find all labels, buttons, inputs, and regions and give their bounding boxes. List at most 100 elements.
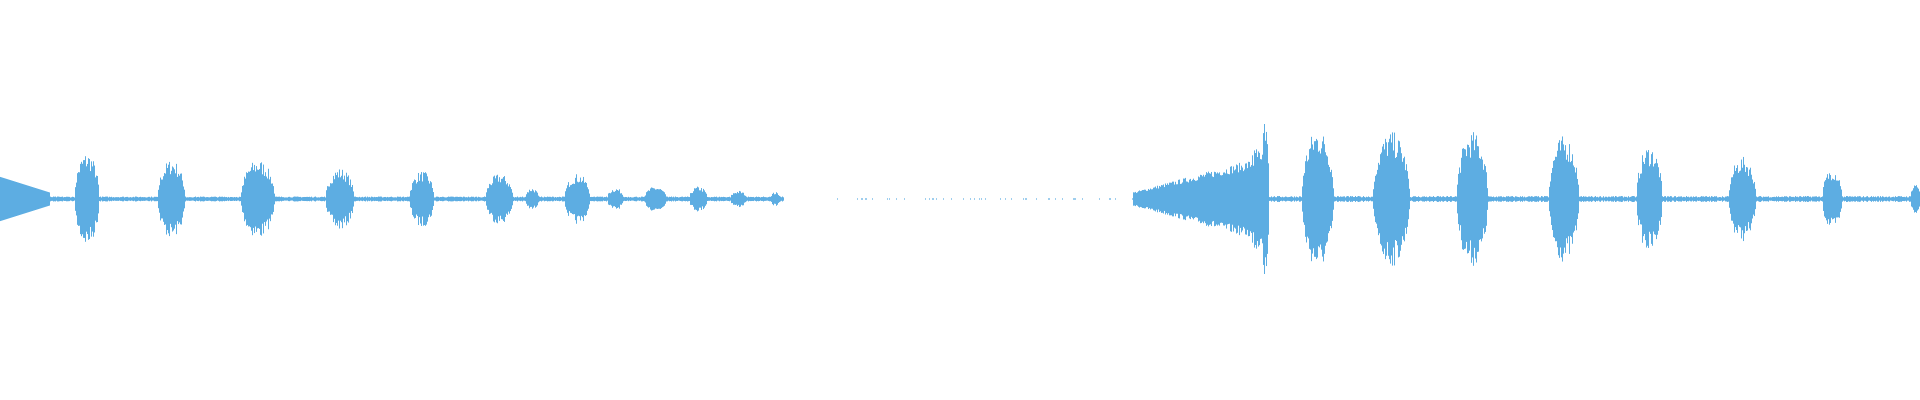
waveform-sample [1075,198,1076,200]
waveform-sample [1219,172,1220,226]
waveform-sample [1764,196,1765,202]
waveform-sample [718,197,719,201]
waveform-sample [686,197,687,201]
waveform-sample [1349,197,1350,201]
waveform-sample [1844,196,1845,202]
waveform-sample [117,197,118,201]
waveform-sample [1845,197,1846,201]
waveform-sample [750,196,751,202]
waveform-sample [943,198,944,200]
waveform-sample [1546,196,1547,202]
waveform-sample [610,193,611,205]
waveform-sample [1881,197,1882,201]
waveform-sample [1792,196,1793,202]
waveform-sample [1855,196,1856,202]
waveform-sample [688,196,689,202]
waveform-sample [1238,172,1239,226]
waveform-sample [174,169,175,229]
waveform-sample [1189,179,1190,219]
waveform-sample [776,192,777,206]
waveform-sample [1684,196,1685,202]
waveform-sample [1773,196,1774,202]
waveform-sample [1836,180,1837,218]
waveform-sample [1496,196,1497,202]
waveform-sample [1293,197,1294,201]
waveform-sample [1789,196,1790,202]
waveform-sample [390,196,391,202]
waveform-sample [528,192,529,206]
waveform-sample [1371,196,1372,202]
waveform-sample [295,196,296,202]
waveform-sample [1659,177,1660,221]
waveform-sample [375,197,376,201]
waveform-sample [544,196,545,202]
waveform-sample [1212,176,1213,222]
waveform-sample [146,197,147,201]
waveform-sample [1590,196,1591,202]
waveform-sample [289,196,290,202]
waveform-sample [385,196,386,202]
waveform-sample [168,164,169,234]
waveform-sample [350,179,351,219]
waveform-sample [716,196,717,202]
waveform-sample [1356,197,1357,201]
waveform-sample [1805,196,1806,202]
waveform-sample [258,169,259,229]
waveform-sample [460,196,461,202]
waveform-sample [618,190,619,208]
waveform-sample [690,193,691,205]
waveform-sample [53,196,54,202]
waveform-sample [1208,171,1209,227]
waveform-sample [1561,140,1562,258]
waveform-sample [335,172,336,226]
waveform-sample [1618,196,1619,202]
waveform-sample [1073,198,1074,200]
waveform-sample [780,196,781,202]
waveform-sample [1897,196,1898,202]
waveform-sample [1852,196,1853,202]
waveform-sample [1511,196,1512,202]
waveform-sample [1902,196,1903,202]
waveform-sample [726,197,727,201]
waveform-sample [1242,167,1243,231]
waveform-sample [1258,151,1259,247]
waveform-sample [1135,191,1136,207]
waveform-sample [1877,196,1878,202]
waveform-sample [1049,198,1050,200]
waveform-sample [216,196,217,202]
waveform-sample [155,196,156,202]
waveform-sample [1387,155,1388,243]
waveform-sample [144,197,145,201]
waveform-sample [1530,196,1531,202]
waveform-sample [1332,177,1333,221]
waveform-sample [166,163,167,235]
waveform-sample [1857,196,1858,202]
waveform-sample [76,182,77,216]
waveform-sample [1215,172,1216,226]
waveform-sample [985,198,986,200]
waveform-sample [1213,177,1214,221]
waveform-sample [1134,192,1135,206]
waveform-sample [225,197,226,201]
waveform-sample [1536,196,1537,202]
waveform-sample [449,196,450,202]
waveform-sample [1172,181,1173,217]
waveform-sample [653,188,654,210]
waveform-sample [414,179,415,219]
waveform-sample [699,190,700,208]
waveform-sample [549,196,550,202]
waveform-sample [1573,165,1574,233]
waveform-sample [28,185,29,213]
waveform-sample [1447,196,1448,202]
waveform-sample [1882,196,1883,202]
waveform-sample [1263,133,1264,265]
waveform-sample [1579,196,1580,202]
waveform-sample [1587,197,1588,201]
waveform-sample [611,192,612,206]
waveform-sample [1677,197,1678,201]
waveform-sample [1508,196,1509,202]
waveform-sample [1886,196,1887,202]
waveform-sample [615,190,616,208]
waveform-sample [1653,166,1654,232]
